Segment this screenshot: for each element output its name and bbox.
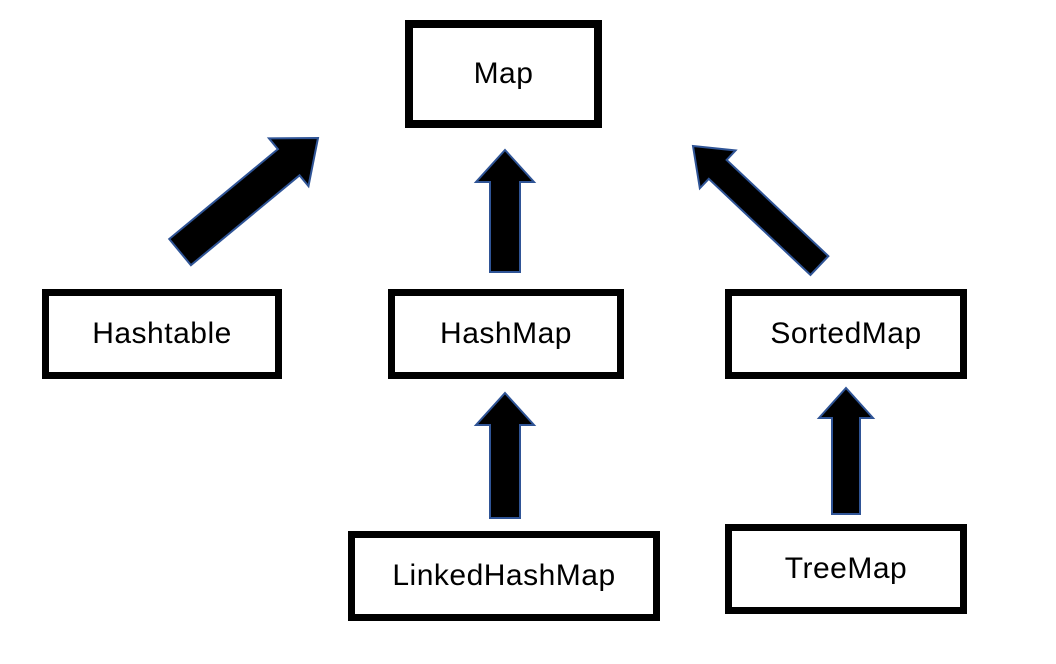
arrow-hashmap-to-map <box>473 148 537 273</box>
node-map: Map <box>405 20 602 128</box>
node-treemap: TreeMap <box>725 524 967 614</box>
node-map-label: Map <box>473 57 534 90</box>
arrow-hashtable-to-map <box>167 136 320 267</box>
node-hashtable-label: Hashtable <box>92 317 232 350</box>
arrow-linkedhashmap-to-hashmap <box>473 391 537 519</box>
node-sortedmap-label: SortedMap <box>770 317 922 350</box>
node-treemap-label: TreeMap <box>784 552 908 585</box>
arrow-treemap-to-sortedmap <box>816 386 876 515</box>
node-sortedmap: SortedMap <box>725 289 967 379</box>
node-linkedhashmap-label: LinkedHashMap <box>392 559 616 592</box>
node-linkedhashmap: LinkedHashMap <box>348 531 660 621</box>
arrow-sortedmap-to-map <box>691 144 830 277</box>
node-hashtable: Hashtable <box>42 289 282 379</box>
node-hashmap-label: HashMap <box>440 317 572 350</box>
node-hashmap: HashMap <box>388 289 624 379</box>
